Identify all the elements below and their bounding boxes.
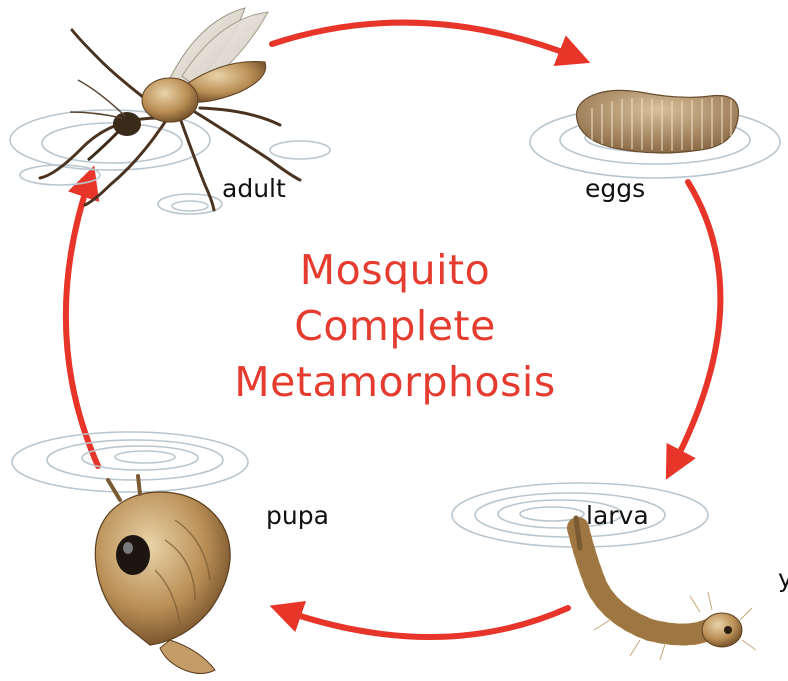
arrow-adult-to-eggs	[272, 23, 578, 58]
arrow-pupa-to-adult	[66, 178, 98, 466]
edge-text-fragment: y	[778, 566, 788, 591]
label-eggs: eggs	[585, 176, 645, 201]
label-adult: adult	[222, 176, 286, 201]
diagram-title: Mosquito Complete Metamorphosis	[190, 242, 600, 410]
pupa-illustration	[95, 476, 230, 674]
title-line-1: Mosquito	[190, 242, 600, 298]
arrow-eggs-to-larva	[672, 182, 720, 468]
egg-raft-illustration	[576, 90, 738, 153]
label-larva: larva	[586, 503, 649, 528]
arrow-larva-to-pupa	[282, 608, 568, 637]
title-line-2: Complete	[190, 298, 600, 354]
label-pupa: pupa	[266, 503, 329, 528]
title-line-3: Metamorphosis	[190, 354, 600, 410]
